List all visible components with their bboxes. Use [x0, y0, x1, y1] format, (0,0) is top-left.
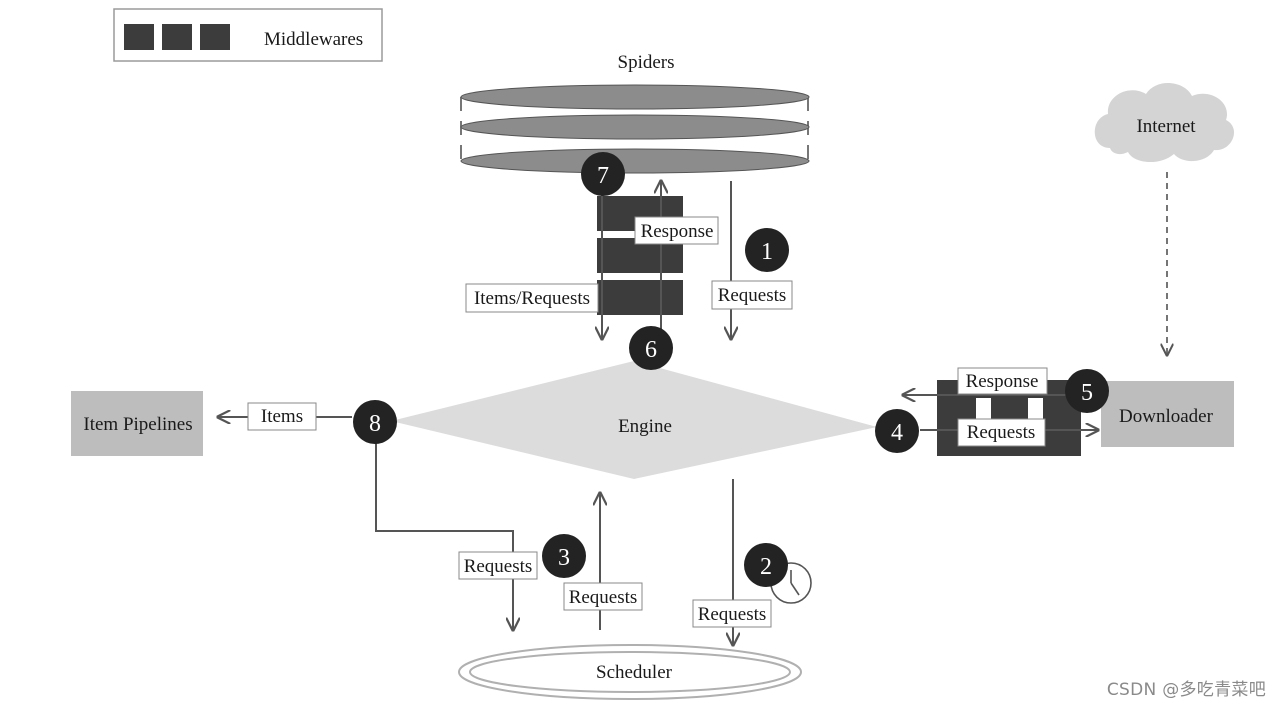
- label-requests-spider: Requests: [711, 280, 793, 310]
- label-requests-step3: Requests: [458, 551, 538, 580]
- step-6: 6: [629, 326, 673, 370]
- step-8: 8: [353, 400, 397, 444]
- label-requests-to-engine: Requests: [563, 582, 643, 611]
- label-response-spider: Response: [634, 216, 719, 245]
- legend-middleware-block: [162, 24, 192, 50]
- engine-node: Engine: [391, 361, 877, 479]
- spider-disc: [460, 114, 810, 140]
- svg-text:Requests: Requests: [464, 556, 533, 577]
- step-2: 2: [744, 543, 788, 587]
- scheduler-label: Scheduler: [596, 662, 673, 683]
- legend-middleware-block: [200, 24, 230, 50]
- step-5: 5: [1065, 369, 1109, 413]
- internet-label: Internet: [1136, 116, 1196, 137]
- svg-text:1: 1: [761, 239, 773, 265]
- spider-disc: [460, 84, 810, 110]
- downloader-box: [1101, 381, 1234, 447]
- engine-label: Engine: [618, 416, 672, 437]
- item-pipelines-box: [71, 391, 203, 456]
- svg-text:Response: Response: [641, 221, 714, 242]
- spiders-title: Spiders: [618, 52, 675, 73]
- svg-text:2: 2: [760, 554, 772, 580]
- svg-text:Requests: Requests: [569, 587, 638, 608]
- step-4: 4: [875, 409, 919, 453]
- cloud-shape: [1094, 82, 1235, 163]
- step-3: 3: [542, 534, 586, 578]
- svg-text:Requests: Requests: [698, 604, 767, 625]
- arrow-requests-to-scheduler: [375, 440, 513, 630]
- legend: Middlewares: [113, 8, 383, 62]
- svg-text:5: 5: [1081, 380, 1093, 406]
- svg-text:Items: Items: [261, 406, 303, 427]
- spiders-node: Spiders: [460, 52, 810, 174]
- engine-diamond: [391, 361, 877, 479]
- legend-label: Middlewares: [264, 29, 363, 50]
- label-response-downloader: Response: [957, 367, 1048, 395]
- scheduler-inner-ring: [469, 651, 791, 693]
- watermark: CSDN @多吃青菜吧: [1106, 680, 1266, 700]
- scheduler-node: Scheduler: [458, 644, 802, 700]
- internet-node: Internet: [1094, 82, 1235, 163]
- label-requests-downloader: Requests: [957, 418, 1046, 447]
- svg-text:Requests: Requests: [967, 422, 1036, 443]
- svg-text:7: 7: [597, 163, 609, 189]
- item-pipelines-label: Item Pipelines: [83, 414, 192, 435]
- step-1: 1: [745, 228, 789, 272]
- legend-middleware-block: [124, 24, 154, 50]
- svg-text:Response: Response: [966, 371, 1039, 392]
- legend-box: [113, 8, 383, 62]
- svg-text:3: 3: [558, 545, 570, 571]
- label-requests-step2: Requests: [692, 599, 772, 628]
- svg-text:Requests: Requests: [718, 285, 787, 306]
- downloader-label: Downloader: [1119, 406, 1214, 427]
- spider-disc: [460, 148, 810, 174]
- step-7: 7: [581, 152, 625, 196]
- spider-middleware-block: [597, 280, 683, 315]
- item-pipelines-node: Item Pipelines: [71, 391, 203, 456]
- svg-text:4: 4: [891, 420, 903, 446]
- downloader-node: Downloader: [1101, 381, 1234, 447]
- label-items-requests: Items/Requests: [465, 283, 599, 313]
- svg-text:6: 6: [645, 337, 657, 363]
- svg-text:Items/Requests: Items/Requests: [474, 288, 590, 309]
- svg-text:8: 8: [369, 411, 381, 437]
- label-items: Items: [247, 402, 317, 431]
